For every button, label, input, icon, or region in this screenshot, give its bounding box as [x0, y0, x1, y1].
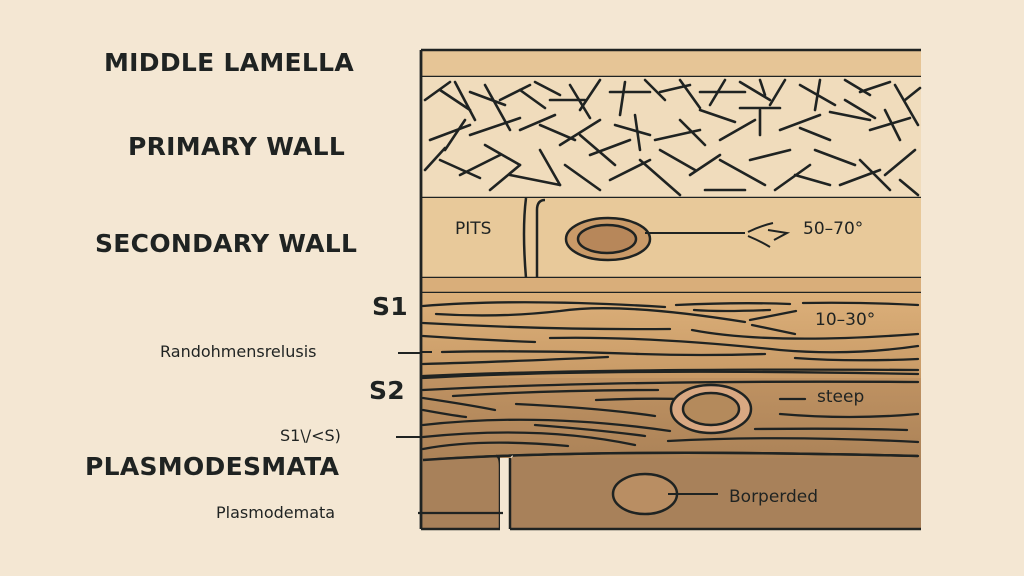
- primary-wall-layer: [421, 77, 922, 200]
- label-angle-50-70: 50–70°: [803, 219, 864, 239]
- label-pits: PITS: [455, 219, 492, 239]
- s2-layer: [421, 370, 921, 462]
- bottom-layer: [418, 451, 921, 531]
- label-plasmodesmata: PLASMODESMATA: [85, 452, 340, 481]
- s1-layer: [421, 293, 921, 378]
- secondary-wall-band: [421, 197, 921, 280]
- label-secondary-wall: SECONDARY WALL: [95, 229, 358, 258]
- label-primary-wall: PRIMARY WALL: [128, 132, 346, 161]
- label-angle-10-30: 10–30°: [815, 310, 876, 330]
- label-middle-lamella: MIDDLE LAMELLA: [104, 48, 355, 77]
- label-bordered: Borperded: [729, 487, 819, 507]
- pit-oval-lower: [611, 472, 679, 516]
- callout-random-leader: [398, 352, 422, 354]
- callout-s1-s3: S1\/<S): [280, 426, 341, 445]
- label-s2: S2: [369, 376, 406, 405]
- label-steep: steep: [817, 387, 865, 407]
- callout-s1-s3-leader: [396, 436, 422, 438]
- label-s1: S1: [372, 292, 409, 321]
- callout-plasmodemata: Plasmodemata: [216, 503, 336, 522]
- callout-random: Randohmensrelusis: [160, 342, 317, 361]
- middle-lamella-layer: [421, 48, 921, 79]
